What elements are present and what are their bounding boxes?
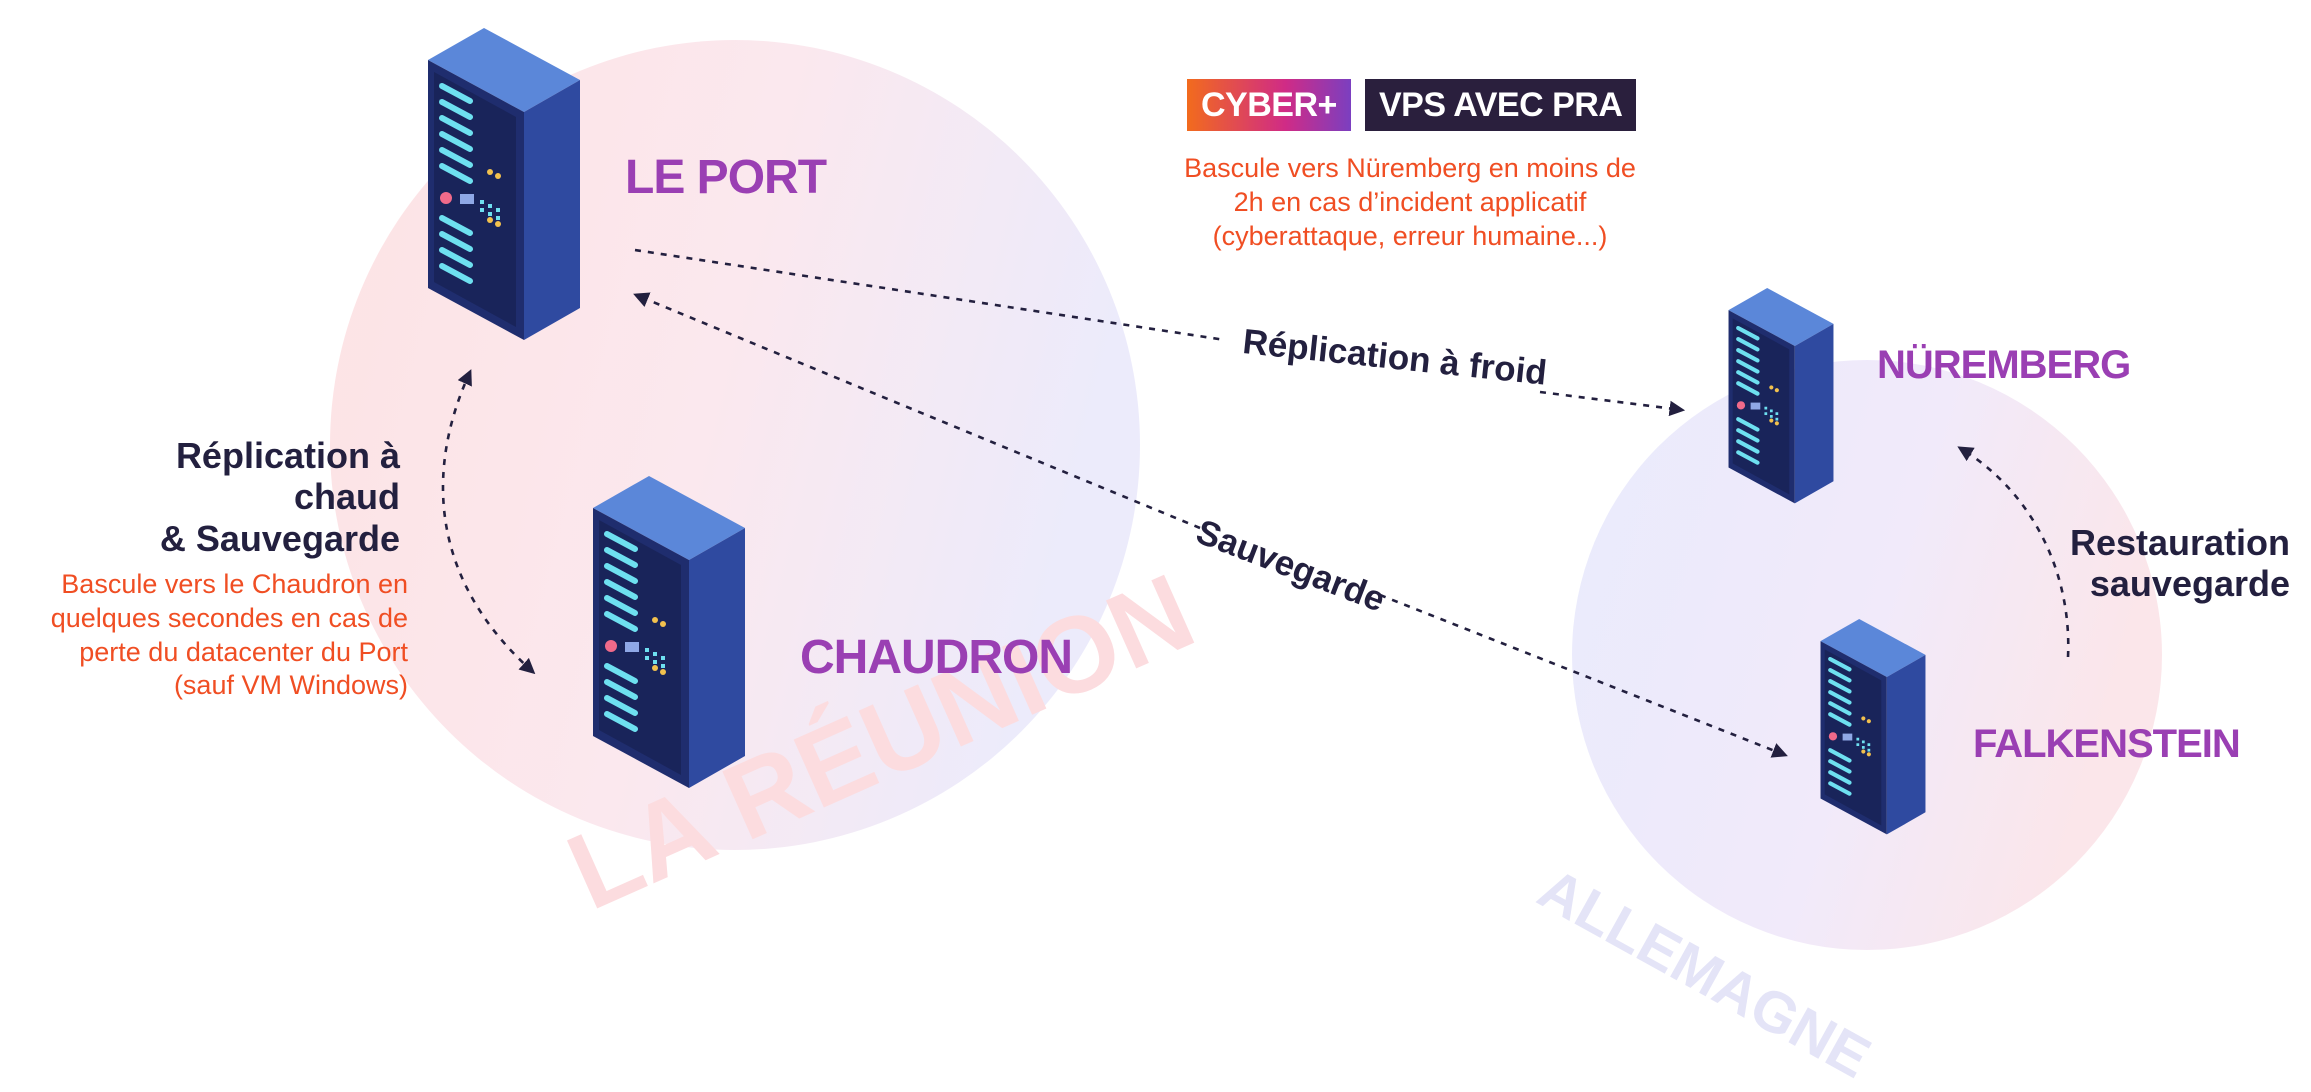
- nuremberg-failover-note: Bascule vers Nüremberg en moins de 2h en…: [1125, 152, 1695, 253]
- note-line: (sauf VM Windows): [173, 670, 408, 701]
- flow-line: sauvegarde: [2089, 563, 2290, 605]
- flow-line: Réplication à chaud: [175, 435, 400, 518]
- flow-line: Restauration: [2069, 522, 2290, 563]
- note-line: Bascule vers le Chaudron en: [61, 569, 408, 599]
- server-icon: [1723, 282, 1839, 508]
- note-line: quelques secondes en cas de: [50, 602, 408, 633]
- server-icon: [1815, 613, 1931, 839]
- flow-line: & Sauvegarde: [159, 517, 400, 559]
- note-line: (cyberattaque, erreur humaine...): [1212, 220, 1608, 251]
- chaudron-failover-note: Bascule vers le Chaudron en quelques sec…: [0, 568, 408, 703]
- note-line: Bascule vers Nüremberg en moins de: [1184, 153, 1636, 183]
- cyber-plus-badge: CYBER+: [1187, 79, 1351, 131]
- note-line: 2h en cas d’incident applicatif: [1233, 186, 1587, 217]
- vps-pra-badge: VPS AVEC PRA: [1365, 79, 1637, 131]
- cold-replication-arrow-a: [634, 248, 1226, 342]
- site-label-chaudron: CHAUDRON: [800, 631, 1073, 684]
- site-label-le-port: LE PORT: [625, 151, 827, 204]
- note-line: perte du datacenter du Port: [79, 636, 408, 667]
- hot-replication-arrow: [441, 369, 536, 675]
- restore-label: Restauration sauvegarde: [2050, 522, 2290, 605]
- site-label-falkenstein: FALKENSTEIN: [1973, 722, 2241, 766]
- cold-replication-arrow-b: [1539, 390, 1686, 417]
- site-label-nuremberg: NÜREMBERG: [1877, 343, 2131, 387]
- server-icon: [420, 22, 588, 344]
- hot-replication-label: Réplication à chaud & Sauvegarde: [60, 435, 400, 559]
- server-icon: [585, 470, 753, 792]
- backup-arrow-a: [633, 292, 1201, 530]
